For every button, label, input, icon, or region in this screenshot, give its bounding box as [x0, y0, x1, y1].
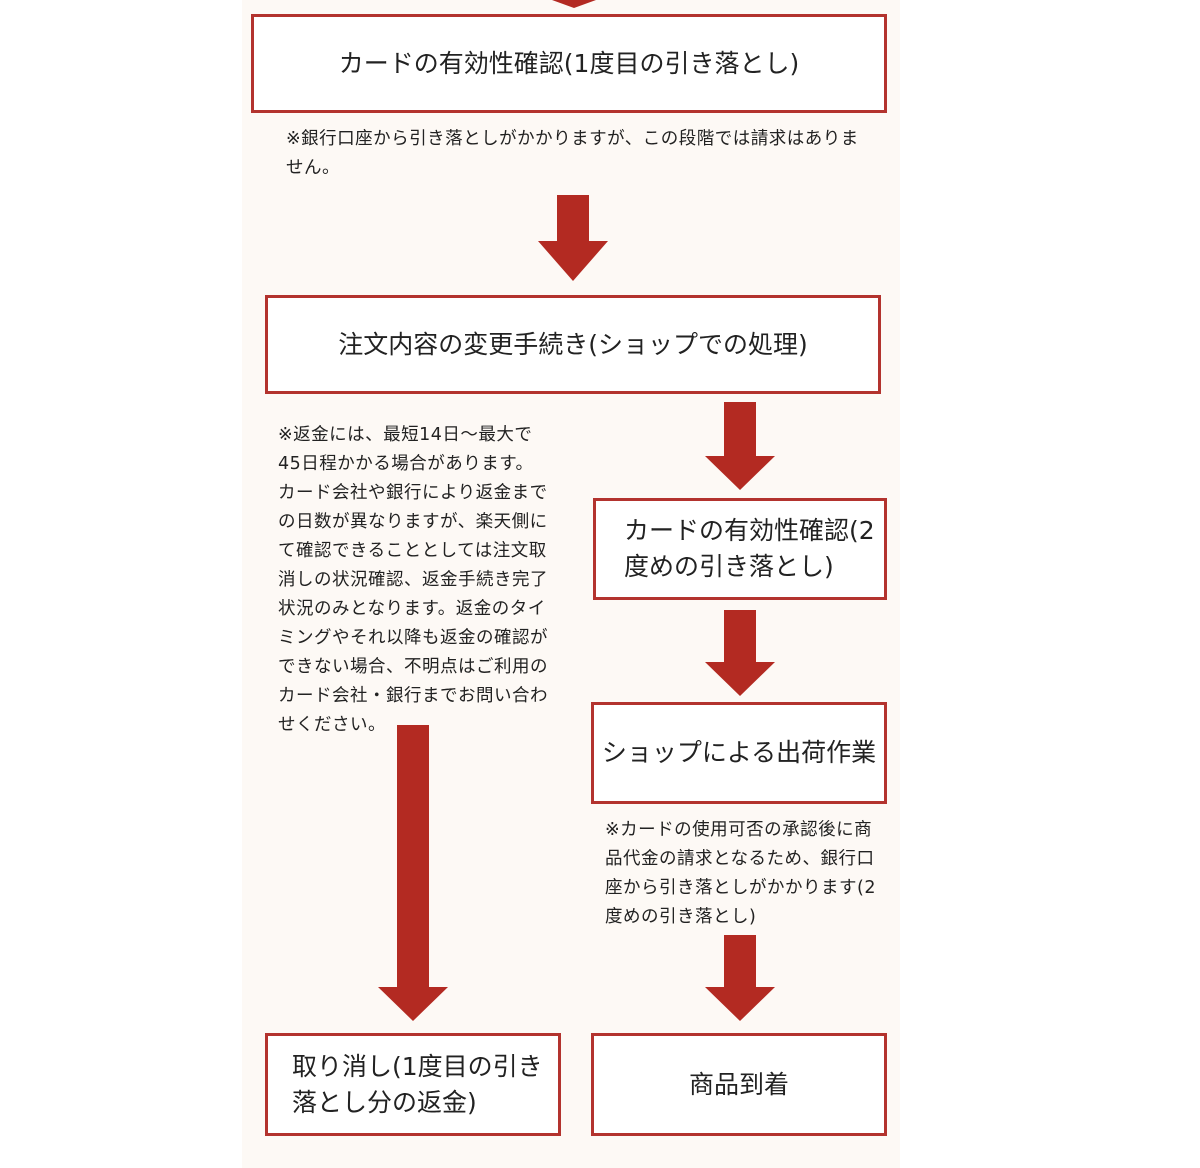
- arrow-down-left-long: [378, 725, 448, 1021]
- step-arrival: 商品到着: [591, 1033, 887, 1136]
- step-cancel-label: 取り消し(1度目の引き落とし分の返金): [292, 1051, 543, 1117]
- step-card-check-second: カードの有効性確認(2度めの引き落とし): [593, 498, 887, 600]
- step-card-check-first-label: カードの有効性確認(1度目の引き落とし): [338, 48, 800, 78]
- note-no-charge: ※銀行口座から引き落としがかかりますが、この段階では請求はありません。: [286, 129, 859, 178]
- step-shipping-label: ショップによる出荷作業: [601, 738, 877, 767]
- step-card-check-first: カードの有効性確認(1度目の引き落とし): [251, 14, 887, 113]
- step-order-change-label: 注文内容の変更手続き(ショップでの処理): [338, 329, 808, 359]
- arrow-down-right-2: [705, 610, 775, 696]
- note-billing: ※カードの使用可否の承認後に商品代金の請求となるため、銀行口座から引き落としがか…: [605, 820, 876, 927]
- step-cancel: 取り消し(1度目の引き落とし分の返金): [265, 1033, 561, 1136]
- step-arrival-label: 商品到着: [688, 1069, 789, 1099]
- note-refund: ※返金には、最短14日〜最大で45日程かかる場合があります。カード会社や銀行によ…: [278, 425, 548, 735]
- step-card-check-second-label: カードの有効性確認(2度めの引き落とし): [624, 516, 875, 581]
- step-shipping: ショップによる出荷作業: [591, 702, 887, 804]
- arrow-down-right-1: [705, 402, 775, 490]
- arrow-top-partial: [552, 0, 596, 8]
- arrow-down-right-3: [705, 935, 775, 1021]
- step-order-change: 注文内容の変更手続き(ショップでの処理): [265, 295, 881, 394]
- arrow-down-1: [538, 195, 608, 281]
